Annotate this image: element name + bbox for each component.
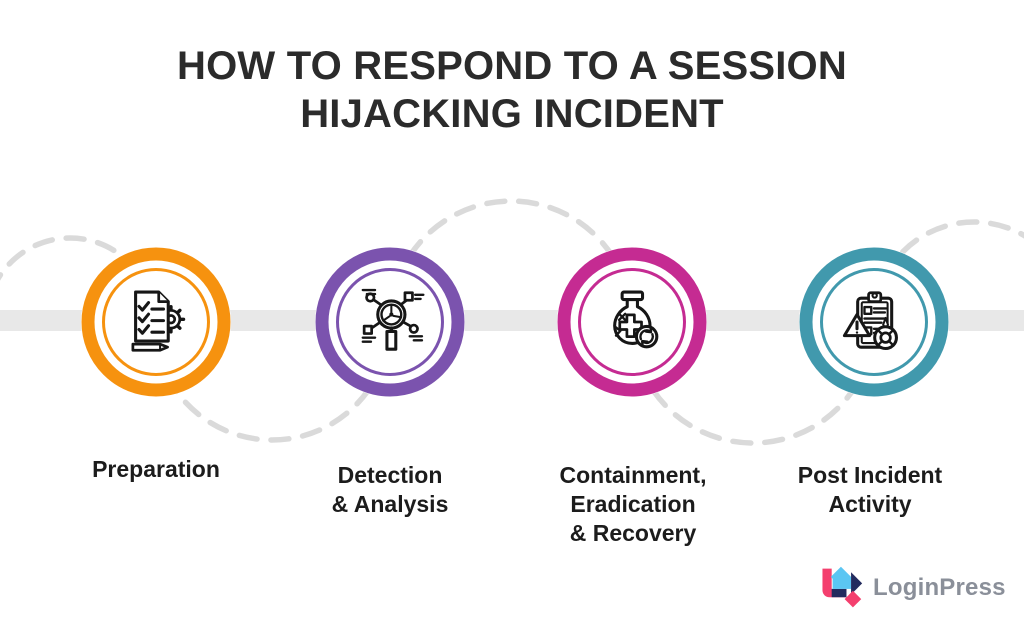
checklist-gear-icon <box>131 290 186 352</box>
step2-outer-ring <box>315 247 465 397</box>
step-label-line: & Analysis <box>331 491 449 517</box>
step-label-preparation: Preparation <box>36 455 276 484</box>
page-title-line2: HIJACKING INCIDENT <box>300 92 724 136</box>
step-label-line: Eradication <box>570 491 696 517</box>
logo-arrow-shaft <box>832 576 852 589</box>
brand-logo: LoginPress <box>816 566 1006 610</box>
step-label-line: & Recovery <box>569 520 697 546</box>
loginpress-logo-icon <box>822 566 863 608</box>
timeline-band <box>0 310 1024 331</box>
step-circle-containment <box>557 247 707 397</box>
step-label-line: Post Incident <box>797 462 943 488</box>
step-circle-post-incident <box>799 247 949 397</box>
step1-inner-ring <box>102 268 210 376</box>
step-label-detection: Detection & Analysis <box>270 461 510 519</box>
page-title: HOW TO RESPOND TO A SESSION HIJACKING IN… <box>0 42 1024 138</box>
step-label-line: Preparation <box>92 456 220 482</box>
step-label-line: Containment, <box>559 462 707 488</box>
step3-inner-ring <box>578 268 686 376</box>
step4-inner-ring <box>820 268 928 376</box>
step2-inner-ring <box>336 268 444 376</box>
step4-outer-ring <box>799 247 949 397</box>
logo-arrow-head <box>851 572 863 595</box>
page-title-line1: HOW TO RESPOND TO A SESSION <box>177 44 847 88</box>
logo-pink-diamond <box>844 590 862 608</box>
logo-navy-segment <box>831 588 847 598</box>
step-label-containment: Containment, Eradication & Recovery <box>513 461 753 548</box>
step-circle-preparation <box>81 247 231 397</box>
step-label-line: Detection <box>337 462 443 488</box>
search-network-icon <box>361 288 425 351</box>
step-circle-detection <box>315 247 465 397</box>
step1-outer-ring <box>81 247 231 397</box>
brand-name: LoginPress <box>873 574 1006 601</box>
clipboard-alert-icon <box>842 291 898 351</box>
flask-recovery-icon <box>613 290 659 349</box>
step-label-post-incident: Post Incident Activity <box>750 461 990 519</box>
step-label-line: Activity <box>828 491 912 517</box>
step3-outer-ring <box>557 247 707 397</box>
